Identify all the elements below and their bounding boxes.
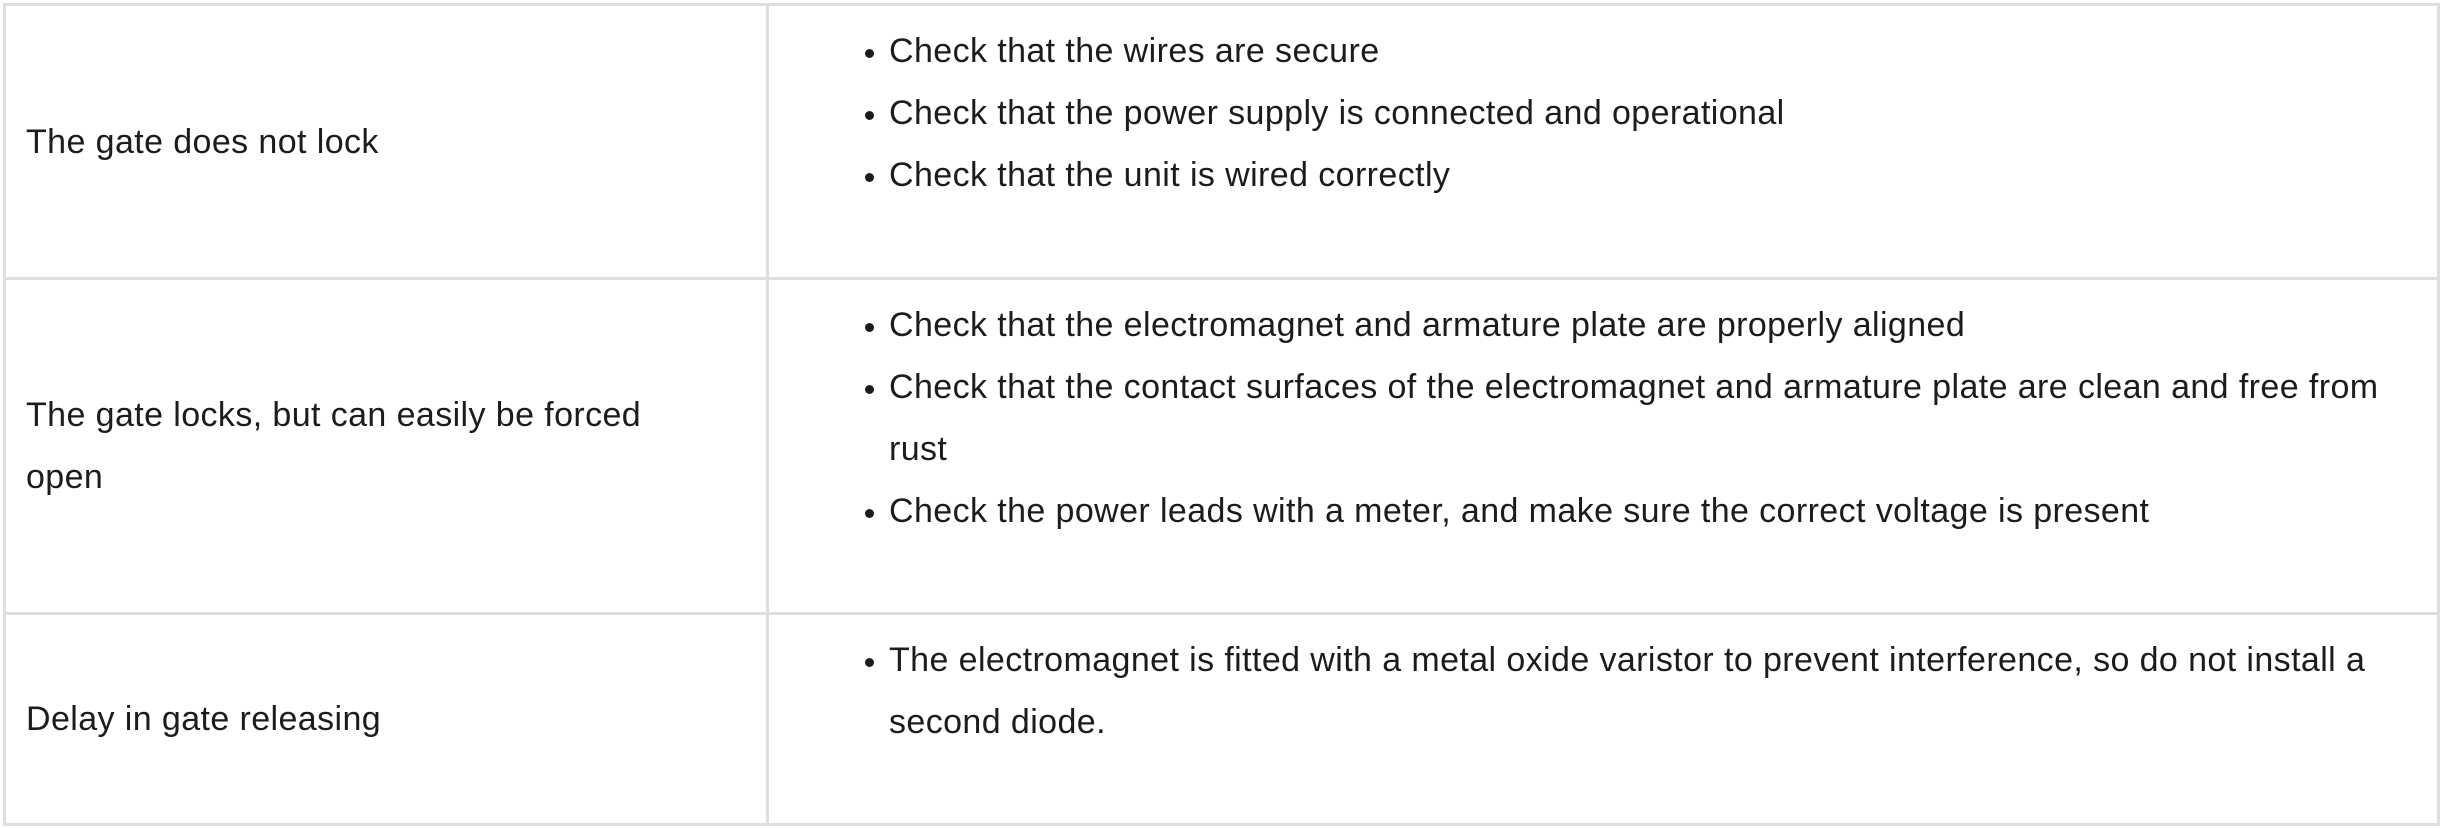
issue-cell: The gate locks, but can easily be forced… (3, 277, 769, 615)
fix-cell: The electromagnet is fitted with a metal… (766, 612, 2440, 826)
fix-cell: Check that the electromagnet and armatur… (766, 277, 2440, 615)
list-item: Check that the contact surfaces of the e… (889, 356, 2417, 480)
fix-list: Check that the electromagnet and armatur… (817, 294, 2417, 542)
troubleshooting-table: The gate does not lock Check that the wi… (3, 3, 2440, 826)
list-item: Check the power leads with a meter, and … (889, 480, 2417, 542)
table-row: The gate does not lock Check that the wi… (3, 3, 2440, 280)
list-item: Check that the wires are secure (889, 20, 2417, 82)
list-item: The electromagnet is fitted with a metal… (889, 629, 2417, 753)
issue-cell: Delay in gate releasing (3, 612, 769, 826)
table-row: The gate locks, but can easily be forced… (3, 277, 2440, 615)
fix-list: The electromagnet is fitted with a metal… (817, 629, 2417, 753)
list-item: Check that the unit is wired correctly (889, 144, 2417, 206)
fix-cell: Check that the wires are secure Check th… (766, 3, 2440, 280)
issue-cell: The gate does not lock (3, 3, 769, 280)
fix-list: Check that the wires are secure Check th… (817, 20, 2417, 206)
table-row: Delay in gate releasing The electromagne… (3, 612, 2440, 826)
list-item: Check that the power supply is connected… (889, 82, 2417, 144)
list-item: Check that the electromagnet and armatur… (889, 294, 2417, 356)
